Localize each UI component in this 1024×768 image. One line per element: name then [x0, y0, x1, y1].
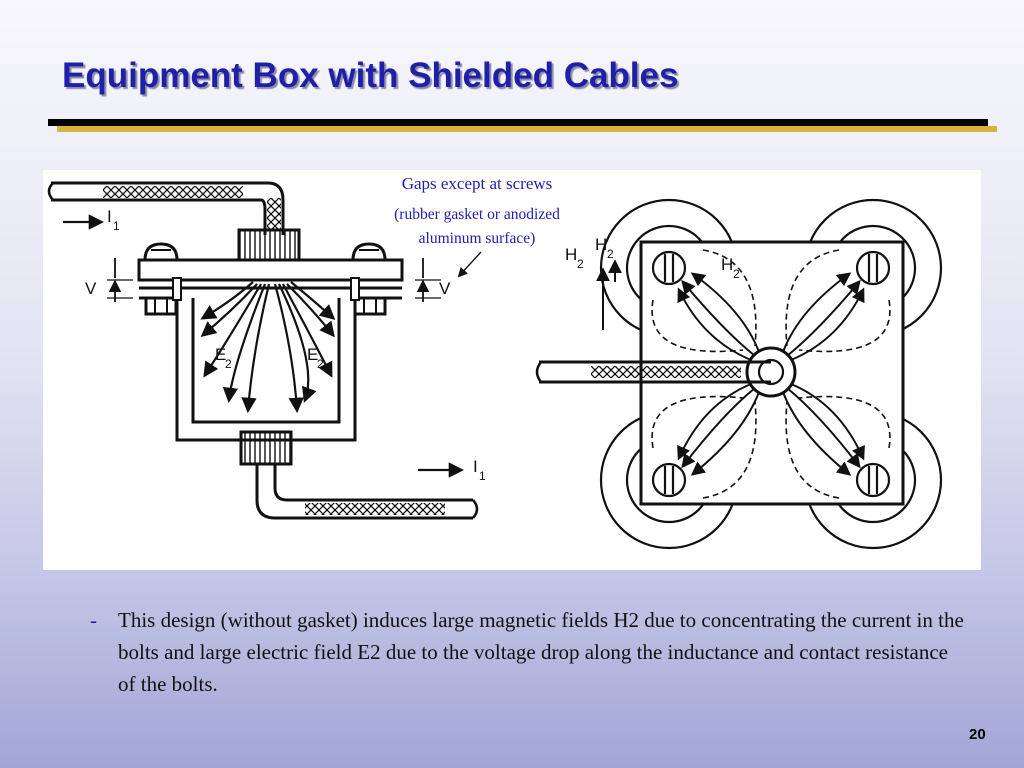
right-cable — [539, 360, 771, 384]
h-field-loops — [651, 249, 891, 499]
bottom-connector — [239, 430, 293, 466]
bullet-marker: - — [90, 608, 97, 632]
screw-head-right — [351, 242, 387, 262]
e-field-lines — [200, 281, 336, 414]
diagram-panel: I 1 I 1 V V E 2 E 2 — [43, 170, 981, 570]
slide-title: Equipment Box with Shielded Cables — [62, 56, 679, 95]
top-connector — [237, 228, 301, 262]
h-field-label-outer: H — [565, 245, 577, 264]
h-field-sub-inner: 2 — [733, 267, 740, 281]
e-field-label-right: E — [307, 345, 318, 364]
voltage-label-left: V — [85, 279, 97, 298]
bolts — [651, 250, 891, 498]
bottom-cable-inner — [273, 464, 473, 502]
h-field-sub-outer: 2 — [577, 257, 584, 271]
title-underline-black — [48, 119, 988, 126]
e-field-sub-right: 2 — [317, 357, 324, 371]
page-number: 20 — [969, 726, 986, 743]
title-underline-gold — [57, 126, 997, 132]
current-lines — [677, 272, 865, 476]
top-cable-outer — [51, 181, 285, 235]
top-cable-braid — [103, 186, 243, 198]
current-label-bottom: I — [473, 457, 478, 476]
side-view — [47, 181, 482, 520]
e-field-label-left: E — [215, 345, 226, 364]
screw-head-left — [143, 242, 179, 262]
shielded-box-diagram: I 1 I 1 V V E 2 E 2 — [47, 181, 943, 550]
gasket-caption: (rubber gasket or anodized aluminum surf… — [394, 206, 560, 247]
bottom-cable-outer — [255, 464, 473, 520]
h-field-label-mid: H — [595, 235, 607, 254]
current-label-top: I — [107, 207, 112, 226]
lid-plate — [137, 258, 404, 282]
h-field-label-inner: H — [721, 255, 733, 274]
current-sub-bottom: 1 — [479, 469, 486, 483]
top-view — [535, 198, 943, 550]
voltage-label-right: V — [439, 279, 451, 298]
current-sub-top: 1 — [113, 219, 120, 233]
e-field-sub-left: 2 — [225, 357, 232, 371]
top-cable-inner — [51, 198, 267, 235]
h-field-sub-mid: 2 — [607, 247, 614, 261]
gap-caption: Gaps except at screws — [401, 174, 553, 193]
nut-left — [144, 296, 178, 316]
bullet-text: This design (without gasket) induces lar… — [118, 608, 964, 696]
